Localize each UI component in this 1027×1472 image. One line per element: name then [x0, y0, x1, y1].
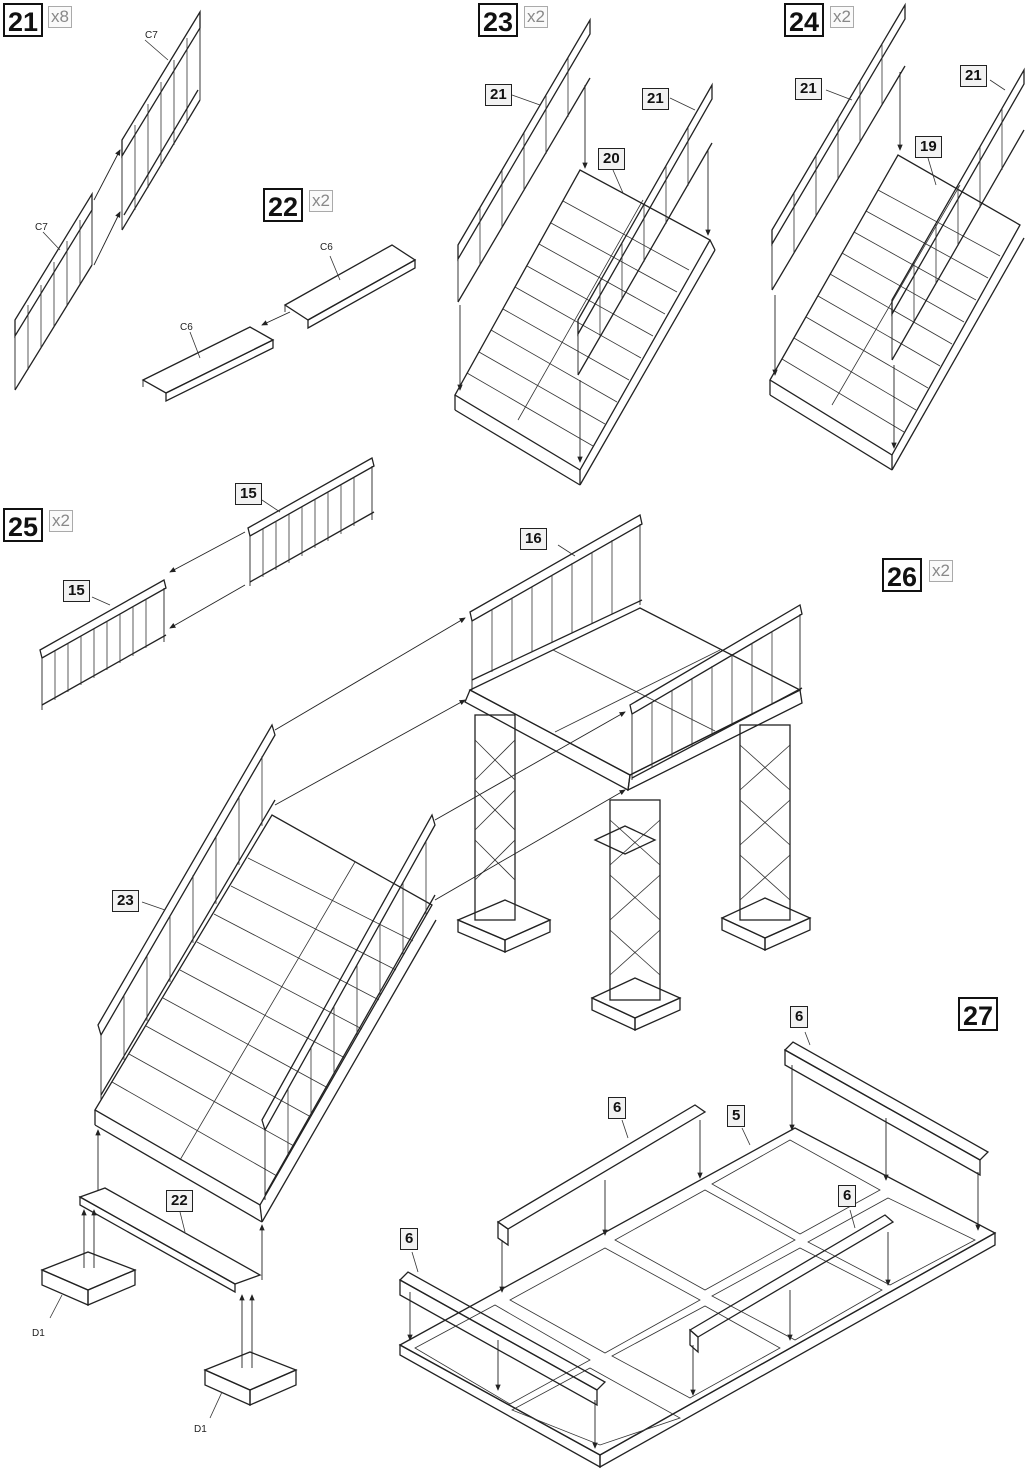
callout-23-left-railing: 21 — [485, 84, 512, 106]
step23-stair-drawing — [454, 17, 716, 486]
callout-27-beam-right-back: 6 — [790, 1006, 809, 1028]
part-label-d1-right: D1 — [194, 1424, 207, 1435]
callout-25-right-railing: 15 — [235, 483, 262, 505]
part-label-c6-upper: C6 — [320, 242, 333, 253]
callout-26-stair: 23 — [112, 890, 139, 912]
step-23-number: 23 — [478, 3, 519, 37]
step-26-number: 26 — [882, 558, 923, 592]
callout-24-left-railing: 21 — [795, 78, 822, 100]
part-label-c6-lower: C6 — [180, 322, 193, 333]
part-label-c7-lower: C7 — [35, 222, 48, 233]
part-label-d1-left: D1 — [32, 1328, 45, 1339]
step-25-number: 25 — [3, 508, 44, 542]
step-22-number: 22 — [263, 188, 304, 222]
step24-stair-drawing — [769, 2, 1025, 471]
callout-24-stair: 19 — [915, 136, 942, 158]
step-21-number: 21 — [3, 3, 44, 37]
callout-24-right-railing: 21 — [960, 65, 987, 87]
step-23-quantity: x2 — [524, 6, 548, 28]
callout-25-left-railing: 15 — [63, 580, 90, 602]
callout-27-beam-left-front: 6 — [400, 1228, 419, 1250]
step26-platform-drawing — [40, 513, 812, 1419]
callout-26-top-railing: 16 — [520, 528, 547, 550]
callout-27-beam-center-front: 6 — [838, 1185, 857, 1207]
callout-23-right-railing: 21 — [642, 88, 669, 110]
step-24-number: 24 — [784, 3, 825, 37]
callout-23-stair: 20 — [598, 148, 625, 170]
step27-frame-drawing — [398, 1031, 997, 1469]
step21-railing-drawing — [14, 9, 201, 391]
part-label-c7-upper: C7 — [145, 30, 158, 41]
step-26-quantity: x2 — [929, 560, 953, 582]
callout-27-frame: 5 — [727, 1105, 746, 1127]
step22-plank-drawing — [141, 244, 417, 403]
step-21-quantity: x8 — [48, 6, 72, 28]
step-27-number: 27 — [958, 997, 999, 1031]
step25-railing-drawing — [39, 457, 375, 710]
step-22-quantity: x2 — [309, 190, 333, 212]
step-24-quantity: x2 — [830, 6, 854, 28]
callout-26-landing: 22 — [166, 1190, 193, 1212]
step-25-quantity: x2 — [49, 510, 73, 532]
callout-27-beam-center-back: 6 — [608, 1097, 627, 1119]
